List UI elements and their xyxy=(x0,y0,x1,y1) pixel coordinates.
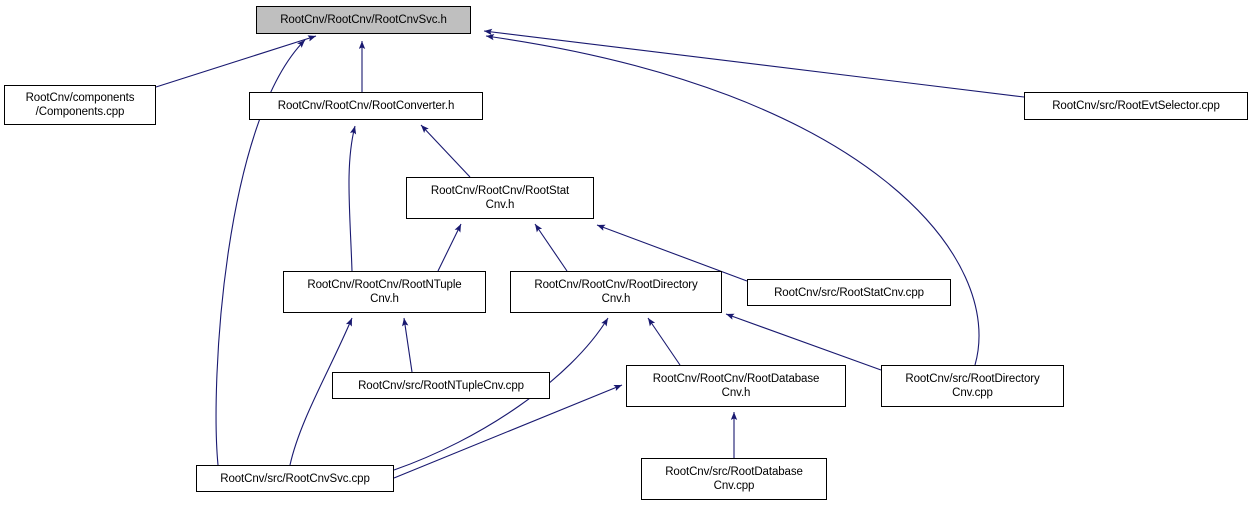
node-rootstatcnv_h[interactable]: RootCnv/RootCnv/RootStat Cnv.h xyxy=(406,177,594,219)
edge-rootstatcnv_h-to-rootconverter_h xyxy=(420,124,471,178)
node-rootntuplecnv_h[interactable]: RootCnv/RootCnv/RootNTuple Cnv.h xyxy=(283,271,486,313)
node-label-components_cpp: RootCnv/components /Components.cpp xyxy=(25,92,135,118)
edge-components_cpp-to-rootcnvsvc_h xyxy=(155,35,317,88)
node-label-rootcnvsvc_cpp: RootCnv/src/RootCnvSvc.cpp xyxy=(220,472,370,485)
edge-rootdatabasecnv_h-to-rootdirectorycnv_h xyxy=(647,317,681,366)
node-label-rootcnvsvc_h: RootCnv/RootCnv/RootCnvSvc.h xyxy=(280,14,447,26)
node-rootdatabasecnv_h[interactable]: RootCnv/RootCnv/RootDatabase Cnv.h xyxy=(626,365,846,407)
edge-rootdirectorycnv_h-to-rootstatcnv_h xyxy=(534,223,568,272)
node-label-rootdirectorycnv_h: RootCnv/RootCnv/RootDirectory Cnv.h xyxy=(534,279,698,305)
node-components_cpp[interactable]: RootCnv/components /Components.cpp xyxy=(4,85,156,125)
node-rootevtselector_cpp[interactable]: RootCnv/src/RootEvtSelector.cpp xyxy=(1024,92,1248,120)
node-rootdatabasecnv_cpp[interactable]: RootCnv/src/RootDatabase Cnv.cpp xyxy=(641,458,827,500)
edge-rootntuplecnv_cpp-to-rootntuplecnv_h xyxy=(402,317,413,373)
node-label-rootdatabasecnv_cpp: RootCnv/src/RootDatabase Cnv.cpp xyxy=(665,466,803,492)
node-rootcnvsvc_cpp[interactable]: RootCnv/src/RootCnvSvc.cpp xyxy=(196,465,394,492)
edge-rootntuplecnv_h-to-rootstatcnv_h xyxy=(437,223,462,272)
node-label-rootconverter_h: RootCnv/RootCnv/RootConverter.h xyxy=(277,100,455,112)
node-rootdirectorycnv_cpp[interactable]: RootCnv/src/RootDirectory Cnv.cpp xyxy=(881,365,1064,407)
node-label-rootdatabasecnv_h: RootCnv/RootCnv/RootDatabase Cnv.h xyxy=(652,373,820,399)
node-rootntuplecnv_cpp[interactable]: RootCnv/src/RootNTupleCnv.cpp xyxy=(332,372,550,399)
node-rootdirectorycnv_h[interactable]: RootCnv/RootCnv/RootDirectory Cnv.h xyxy=(510,271,722,313)
node-label-rootdirectorycnv_cpp: RootCnv/src/RootDirectory Cnv.cpp xyxy=(905,373,1040,399)
edge-rootdirectorycnv_cpp-to-rootdirectorycnv_h xyxy=(725,313,882,371)
node-label-rootntuplecnv_cpp: RootCnv/src/RootNTupleCnv.cpp xyxy=(358,379,524,392)
node-label-rootevtselector_cpp: RootCnv/src/RootEvtSelector.cpp xyxy=(1052,100,1220,112)
edge-rootntuplecnv_h-to-rootconverter_h xyxy=(348,125,357,272)
node-label-rootstatcnv_h: RootCnv/RootCnv/RootStat Cnv.h xyxy=(430,185,570,211)
node-label-rootntuplecnv_h: RootCnv/RootCnv/RootNTuple Cnv.h xyxy=(307,279,462,305)
node-label-rootstatcnv_cpp: RootCnv/src/RootStatCnv.cpp xyxy=(774,286,924,299)
edge-rootevtselector_cpp-to-rootcnvsvc_h xyxy=(483,28,1025,98)
node-rootcnvsvc_h[interactable]: RootCnv/RootCnv/RootCnvSvc.h xyxy=(256,6,471,34)
node-rootconverter_h[interactable]: RootCnv/RootCnv/RootConverter.h xyxy=(249,92,483,120)
node-rootstatcnv_cpp[interactable]: RootCnv/src/RootStatCnv.cpp xyxy=(747,279,951,306)
